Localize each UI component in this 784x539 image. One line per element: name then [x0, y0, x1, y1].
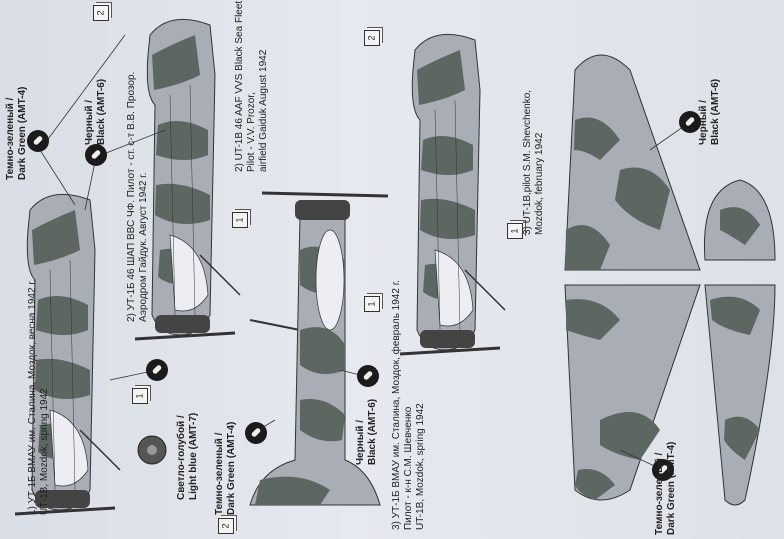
black-paint-badge: [27, 130, 49, 152]
decal-number-box: 1: [507, 223, 523, 239]
decal-number-box: 1: [232, 212, 248, 228]
aircraft-2-side-view: [133, 17, 242, 341]
dark-green-paint-badge: [245, 422, 267, 444]
decal-number-box: 2: [364, 30, 380, 46]
stabilizer-upper: [703, 179, 776, 261]
caption-aircraft-3-ru: 3) УТ-1Б ВМАУ им. Сталина, Моздок, февра…: [391, 280, 426, 530]
aircraft-3-top-view: [249, 191, 389, 506]
caption-aircraft-2-en: 2) UT-1B 46 AAF VVS Black Sea Fleet,Pilo…: [234, 0, 269, 172]
black-paint-badge: [85, 144, 107, 166]
caption-aircraft-3-en: 3) UT-1B,pilot S.M. Shevchenko,Mozdok, f…: [522, 89, 545, 235]
decal-number-box: 2: [93, 5, 109, 21]
dark-green-paint-badge: [652, 459, 674, 481]
decal-number-box: 1: [132, 388, 148, 404]
callout-black: Черный /Black (AMT-6): [355, 398, 378, 465]
callout-dark-green: Темно-зеленый /Dark Green (AMT-4): [5, 86, 28, 180]
black-paint-badge: [679, 111, 701, 133]
caption-aircraft-2-ru: 2) УТ-1Б 46 ШАП ВВС ЧФ. Пилот - ст. с-т …: [126, 71, 149, 322]
callout-black: Черный /Black (AMT-6): [698, 78, 721, 145]
leader-lines: [39, 34, 691, 471]
decal-number-box: 1: [364, 296, 380, 312]
decal-number-box: 2: [218, 518, 234, 534]
stabilizer-lower: [704, 284, 776, 506]
callout-black: Черный /Black (AMT-6): [84, 78, 107, 145]
callout-dark-green: Темно-зеленый /Dark Green (AMT-4): [214, 421, 237, 515]
callout-dark-green: Темно-зеленый /Dark Green (AMT-4): [654, 441, 677, 535]
wing-lower: [564, 284, 701, 501]
black-paint-badge: [357, 365, 379, 387]
caption-aircraft-1: 1) УТ-1Б ВМАУ им. Сталина, Моздок, весна…: [27, 279, 50, 516]
wing-upper: [564, 54, 701, 271]
callout-light-blue: Светло-голубой /Light blue (AMT-7): [176, 412, 199, 500]
light-blue-paint-badge: [146, 359, 168, 381]
